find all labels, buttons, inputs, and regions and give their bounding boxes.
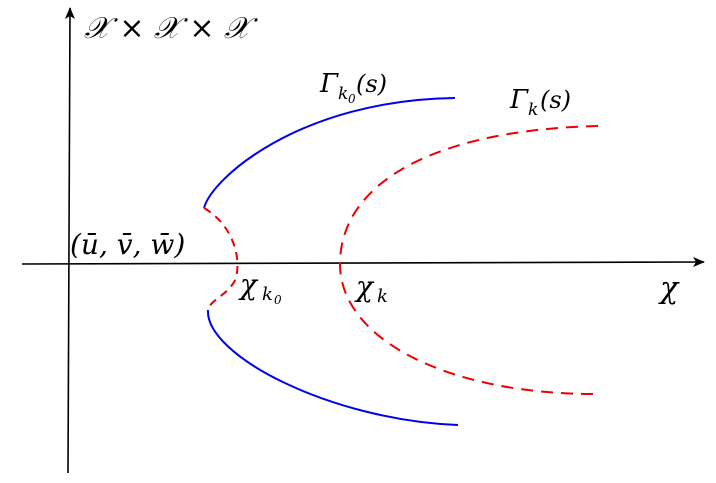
horizontal-axis	[21, 257, 705, 268]
svg-text:Γ: Γ	[509, 85, 529, 115]
chi-k0-label: χ k 0	[238, 268, 282, 307]
svg-text:Γ: Γ	[319, 69, 339, 99]
vertical-axis	[64, 7, 75, 474]
x-axis-label: χ	[658, 271, 680, 306]
svg-text:k: k	[262, 284, 273, 305]
svg-text:k: k	[338, 84, 348, 104]
svg-text:χ: χ	[354, 270, 375, 303]
origin-label: (ū, v̄, w̄)	[70, 228, 185, 261]
svg-text:(s): (s)	[540, 86, 571, 114]
svg-text:k: k	[528, 100, 538, 120]
gamma-k-label: Γ k (s)	[509, 85, 571, 120]
svg-text:0: 0	[348, 92, 356, 106]
y-axis-label: 𝒳 × 𝒳 × 𝒳	[84, 11, 258, 46]
gamma-k0-upper-branch	[203, 97, 456, 209]
gamma-k0-lower-branch	[206, 309, 459, 426]
svg-text:k: k	[377, 286, 388, 307]
svg-text:χ: χ	[238, 268, 259, 301]
svg-text:(s): (s)	[356, 70, 387, 98]
gamma-k0-label: Γ k 0 (s)	[319, 69, 387, 106]
gamma-k-branch	[338, 125, 599, 396]
gamma-k0-unstable-segment	[203, 207, 239, 311]
svg-text:0: 0	[274, 293, 282, 307]
chi-k-label: χ k	[354, 270, 388, 307]
